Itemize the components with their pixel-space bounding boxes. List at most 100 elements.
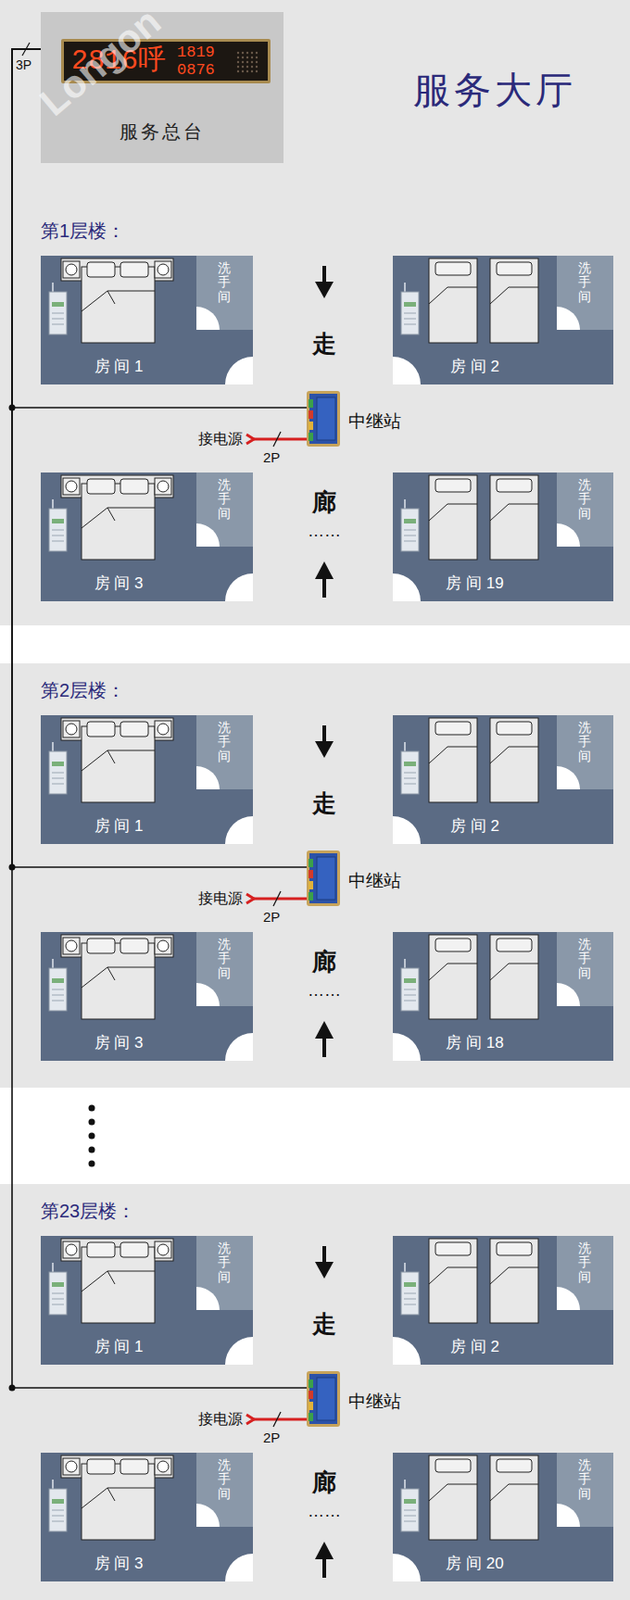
bathroom-label: 洗手间: [217, 478, 231, 521]
bedside-lamp: [157, 264, 169, 276]
junction-dot: [9, 404, 16, 412]
ellipsis: ……: [296, 981, 353, 1001]
cable-spec: 3P: [15, 57, 32, 73]
call-device: [51, 302, 64, 307]
terminal-strip: [308, 1412, 314, 1422]
pillow: [87, 938, 115, 954]
call-device: [403, 1510, 416, 1512]
call-device: [401, 508, 419, 552]
call-device: [403, 783, 416, 785]
call-device: [49, 968, 67, 1011]
desk-label: 服务总台: [40, 119, 284, 145]
dot-matrix: [255, 65, 258, 68]
guest-room: 洗手间房 间 3: [40, 932, 253, 1061]
floor-band: 洗手间房 间 1洗手间房 间 2中继站洗手间房 间 3洗手间房 间 18第2层楼…: [0, 663, 630, 1088]
page-title: 服务大厅: [413, 64, 577, 116]
call-device: [403, 1304, 416, 1306]
door-swing: [225, 1336, 253, 1365]
call-device: [51, 529, 64, 531]
repeater-label: 中继站: [348, 869, 402, 894]
dot-matrix: [246, 56, 249, 59]
door-swing: [392, 1336, 421, 1365]
room-label: 房 间 19: [392, 572, 557, 594]
door-swing: [196, 766, 220, 790]
dot-matrix: [237, 61, 240, 63]
pillow: [120, 938, 149, 954]
corridor-label: 廊: [296, 1466, 353, 1500]
door-swing: [392, 356, 421, 385]
bathroom: 洗手间: [556, 255, 614, 330]
bedside-lamp: [63, 1241, 80, 1259]
bathroom: 洗手间: [196, 932, 253, 1007]
bathroom: 洗手间: [196, 1452, 253, 1527]
blanket-fold: [490, 1484, 539, 1501]
guest-room: 洗手间房 间 18: [392, 932, 614, 1061]
bed: [428, 1455, 478, 1540]
corridor-label: 廊: [296, 486, 353, 519]
door-swing: [225, 1033, 253, 1061]
call-device: [403, 302, 416, 307]
antenna: [51, 958, 54, 969]
floor-heading: 第1层楼：: [40, 218, 126, 244]
call-device: [403, 772, 416, 774]
call-device: [51, 978, 64, 983]
call-device: [403, 1515, 416, 1517]
corridor-label: 廊: [296, 945, 353, 979]
call-device: [51, 772, 64, 774]
call-device: [403, 535, 416, 537]
blanket-fold: [81, 290, 155, 312]
continuation-dots: [88, 1146, 96, 1154]
blanket-fold: [490, 504, 539, 521]
call-device: [403, 978, 416, 983]
cable-spec: 2P: [263, 1429, 280, 1446]
pillow: [435, 1242, 471, 1256]
call-device: [403, 761, 416, 767]
repeater-face: [316, 1377, 336, 1421]
power-wire: [253, 438, 307, 441]
antenna: [51, 499, 54, 509]
bathroom: 洗手间: [556, 1452, 614, 1527]
door-swing: [196, 306, 220, 330]
call-device: [403, 1293, 416, 1295]
bedside-lamp: [65, 940, 77, 952]
repeater-label: 中继站: [348, 409, 402, 434]
pillow: [435, 721, 471, 735]
dot-matrix: [251, 65, 253, 68]
floor-heading: 第2层楼：: [40, 678, 126, 704]
bathroom: 洗手间: [556, 932, 614, 1007]
bathroom-label: 洗手间: [578, 1458, 592, 1501]
bedside-lamp: [154, 720, 172, 738]
bedside-lamp: [63, 720, 80, 738]
room-label: 房 间 2: [392, 355, 557, 378]
dot-matrix: [251, 56, 253, 59]
call-device: [49, 1488, 67, 1532]
room-label: 房 间 1: [40, 1335, 197, 1358]
pillow: [435, 1459, 471, 1473]
bathroom: 洗手间: [196, 255, 253, 330]
bathroom-label: 洗手间: [578, 478, 592, 521]
pillow: [496, 1459, 532, 1473]
pillow: [87, 262, 115, 278]
bedside-lamp: [157, 1244, 169, 1256]
guest-room: 洗手间房 间 1: [40, 1235, 253, 1365]
antenna: [51, 1262, 54, 1273]
bed: [490, 1238, 539, 1323]
pillow: [120, 1459, 149, 1475]
pillow: [496, 478, 532, 492]
call-device: [403, 1000, 416, 1002]
call-device: [51, 541, 64, 542]
cable-tick: [273, 891, 281, 907]
floor-heading: 第23层楼：: [40, 1198, 136, 1224]
flow-arrow: [322, 725, 327, 744]
cable-tick: [273, 1411, 281, 1427]
bedside-lamp: [154, 478, 172, 495]
bedside-lamp: [65, 723, 77, 735]
call-device: [403, 518, 416, 524]
call-device: [51, 1298, 64, 1300]
repeater-station: 中继站: [306, 850, 341, 907]
call-device: [51, 1293, 64, 1295]
call-device: [403, 541, 416, 542]
bathroom: 洗手间: [196, 472, 253, 547]
bathroom: 洗手间: [556, 472, 614, 547]
bedside-lamp: [65, 264, 77, 276]
